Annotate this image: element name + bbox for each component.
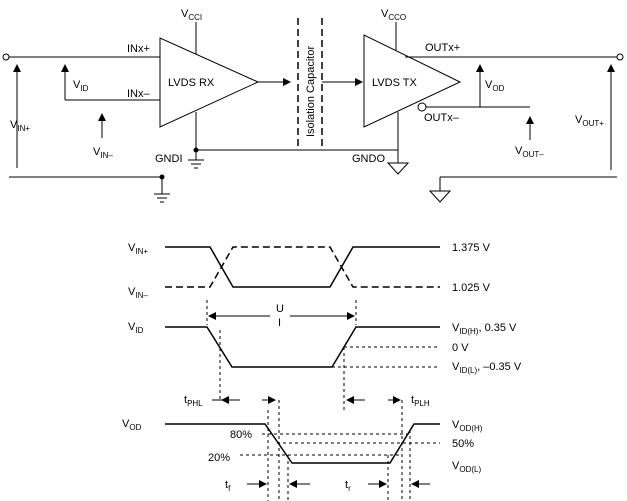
timing-vod-label: VOD [122, 418, 142, 432]
outx-minus-label: OUTx– [424, 112, 460, 124]
gndi-label: GNDI [155, 153, 183, 165]
tphl-label: tPHL [184, 394, 203, 408]
level-1025-label: 1.025 V [452, 282, 491, 294]
outx-plus-label: OUTx+ [425, 42, 460, 54]
lvds-tx-label: LVDS TX [372, 77, 417, 89]
gndi-ground-icon [188, 159, 204, 169]
timing-vin-minus-label: VIN– [128, 286, 148, 300]
vout-minus-label: VOUT– [515, 145, 544, 159]
zero-volt-label: 0 V [452, 342, 469, 354]
vod-low-label: VOD(L) [452, 460, 481, 474]
level-1375-label: 1.375 V [452, 242, 491, 254]
vin-plus-label: VIN+ [10, 119, 30, 133]
vid-label: VID [73, 79, 89, 93]
timing-vid-label: VID [128, 321, 144, 335]
output-terminal-plus [616, 53, 624, 61]
schematic: LVDS RX VCCI INx+ INx– Isolation Capacit… [2, 8, 624, 203]
isolation-capacitor-label: Isolation Capacitor [305, 46, 317, 137]
vcci-label: VCCI [181, 8, 202, 22]
gndo-label: GNDO [352, 153, 385, 165]
tr-label: tr [345, 479, 351, 493]
vin-plus-waveform [165, 246, 440, 288]
vin-minus-waveform [165, 246, 440, 288]
vin-minus-label: VIN– [93, 146, 113, 160]
vcco-label: VCCO [381, 8, 406, 22]
vod-label: VOD [485, 79, 505, 93]
outx-minus-inversion-bubble [417, 102, 427, 112]
inx-plus-label: INx+ [127, 43, 150, 55]
vid-high-label: VID(H), 0.35 V [452, 322, 517, 336]
input-terminal-plus [2, 53, 10, 61]
vid-low-label: VID(L), –0.35 V [452, 361, 522, 375]
vid-waveform [165, 326, 440, 368]
tplh-label: tPLH [411, 394, 430, 408]
input-ground-icon [154, 193, 170, 203]
tf-label: tf [225, 479, 231, 493]
vod-waveform [165, 423, 440, 464]
lvds-tx-buffer [363, 34, 462, 128]
pct20-label: 20% [208, 452, 230, 464]
ui-label-bottom: I [278, 317, 281, 329]
inx-minus-label: INx– [127, 88, 151, 100]
timing-diagram: VIN+ VIN– 1.375 V 1.025 V U I VID VID(H)… [122, 242, 522, 501]
gndi-node [193, 147, 199, 153]
pct50-label: 50% [452, 438, 474, 450]
ui-label-top: U [276, 303, 284, 315]
output-ground-icon [428, 190, 452, 203]
lvds-rx-label: LVDS RX [168, 77, 215, 89]
vod-high-label: VOD(H) [452, 419, 483, 433]
lvds-rx-buffer [159, 37, 260, 128]
gndo-ground-icon [386, 162, 410, 175]
vout-plus-label: VOUT+ [575, 114, 604, 128]
pct80-label: 80% [230, 429, 252, 441]
timing-vin-plus-label: VIN+ [128, 242, 148, 256]
